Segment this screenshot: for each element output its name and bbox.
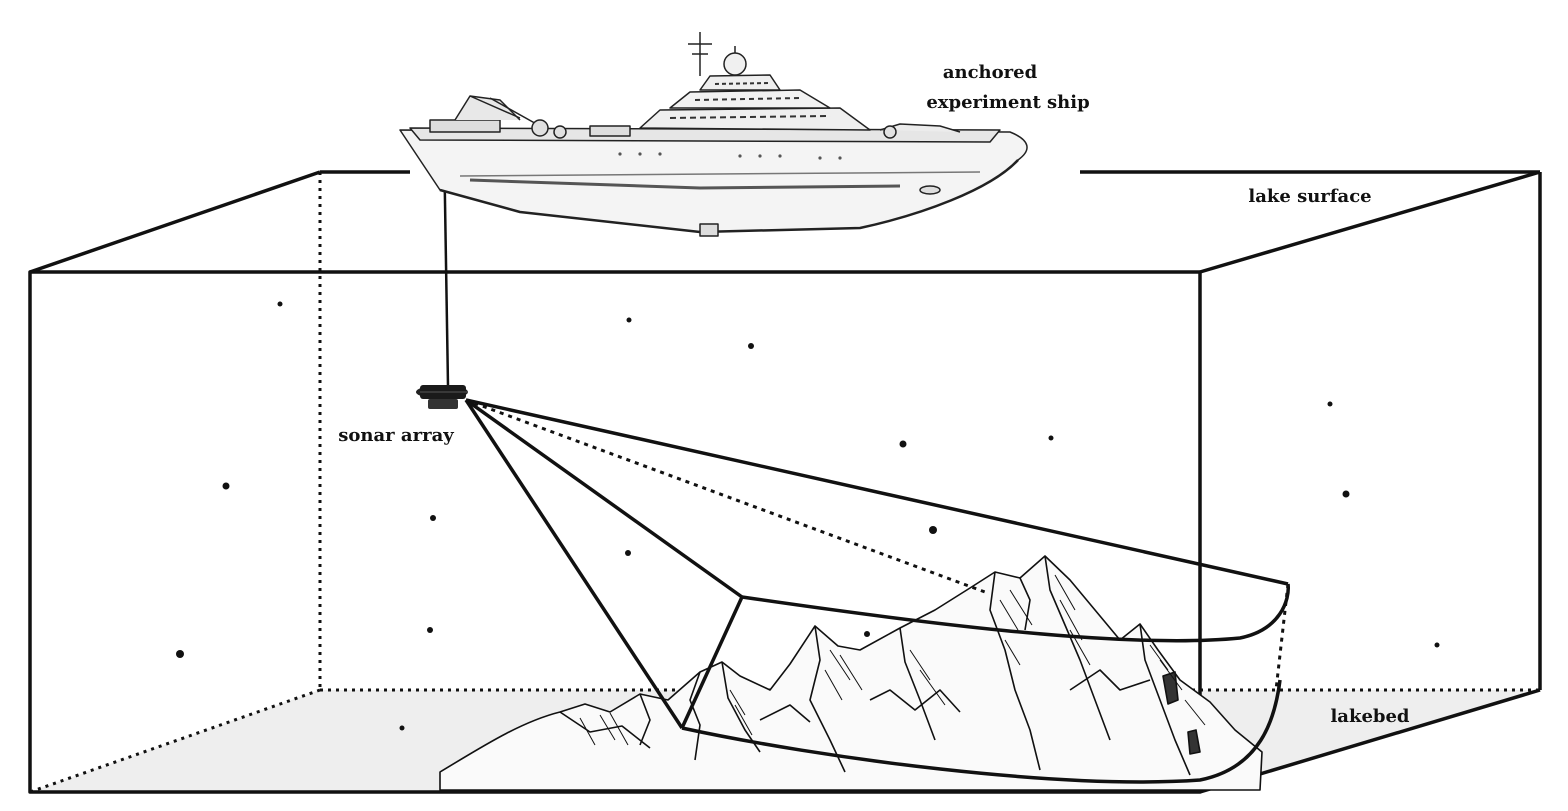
- lake-surface-label: lake surface: [1248, 186, 1371, 207]
- ship-label-line1: anchored: [943, 62, 1038, 83]
- lakebed-mountains: [439, 555, 1263, 791]
- sonar-array-device: [416, 385, 468, 409]
- sonar-beam-hidden: [465, 398, 1290, 691]
- lakebed-label: lakebed: [1330, 706, 1409, 727]
- sonar-beam: [464, 398, 1290, 784]
- experiment-ship: [399, 32, 1028, 237]
- sonar-array-label: sonar array: [338, 425, 454, 446]
- water-particles: [176, 301, 1440, 731]
- ship-label-line2: experiment ship: [926, 92, 1089, 113]
